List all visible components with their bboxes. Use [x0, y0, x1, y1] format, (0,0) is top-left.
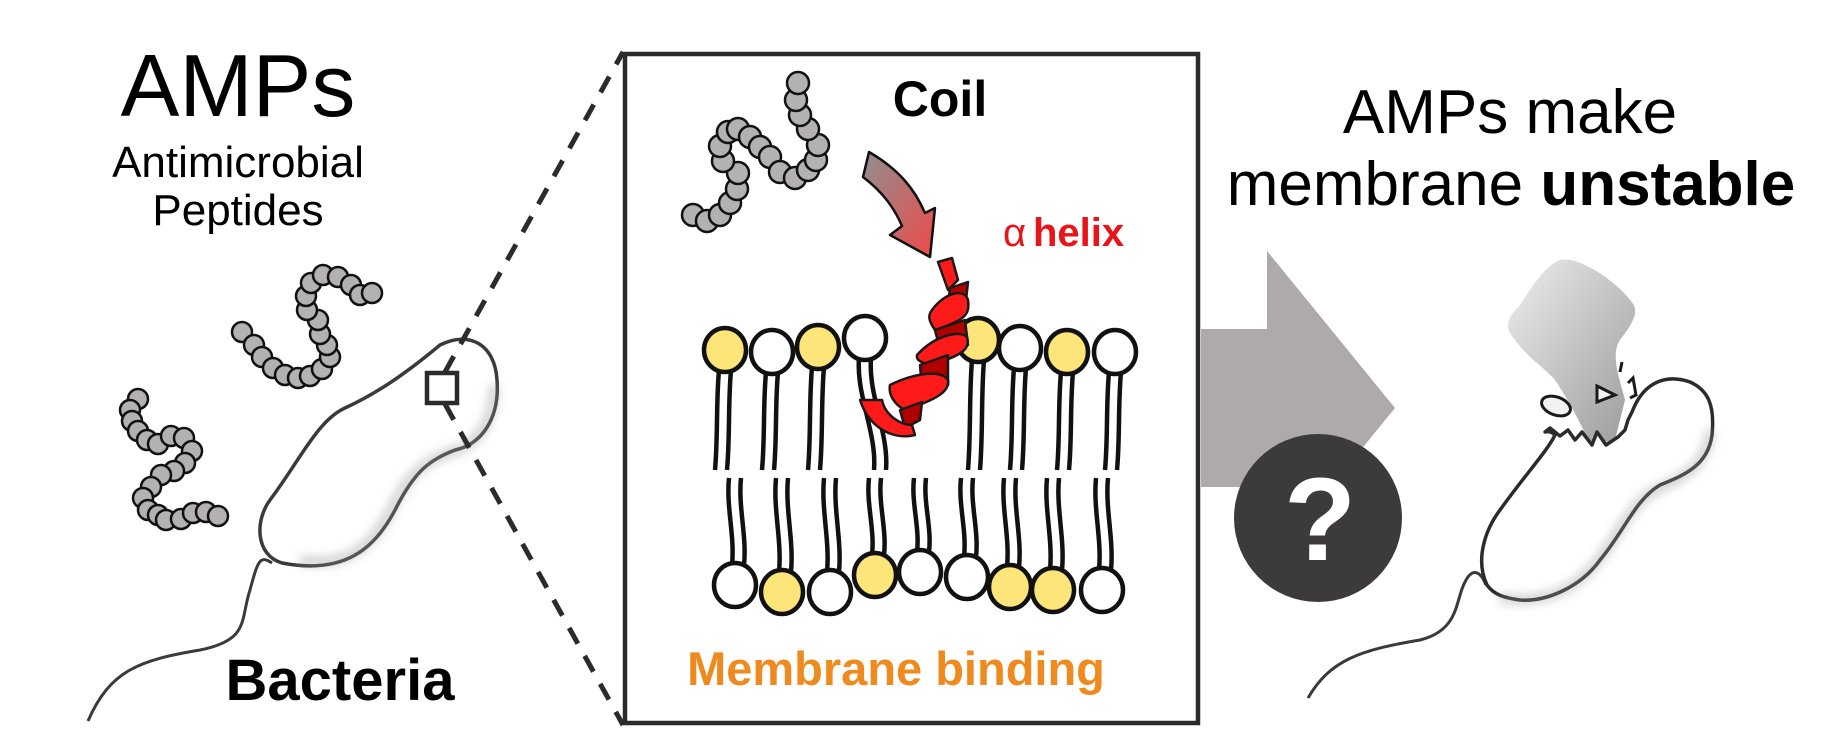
lipid-head-white — [1091, 327, 1139, 377]
lipid-head-yellow — [758, 567, 806, 617]
lipid-tail — [773, 477, 782, 573]
lipid-head-white — [996, 323, 1044, 373]
peptide-chain-left-2 — [118, 387, 230, 532]
peptide-coil — [680, 70, 831, 234]
lipid-head-white — [748, 327, 796, 377]
result-title-unstable: unstable — [1540, 150, 1795, 219]
leaking-contents — [1508, 259, 1636, 445]
zoom-line-lower — [442, 402, 626, 727]
debris-fragment — [1540, 394, 1572, 418]
amps-title: AMPs — [121, 36, 356, 135]
lipid-tail — [958, 477, 967, 558]
lipid-tail — [724, 369, 734, 471]
helix-word: helix — [1033, 211, 1124, 255]
alpha-helix — [858, 256, 970, 438]
lipid-tail — [1102, 371, 1112, 471]
lipid-tail — [785, 477, 794, 573]
lipid-tail — [1056, 477, 1065, 571]
lipid-head-yellow — [1029, 565, 1077, 615]
result-title-line1: AMPs make — [1343, 78, 1677, 147]
lipid-tail — [970, 477, 979, 558]
lipid-bilayer — [701, 313, 1139, 617]
lipid-tail — [1054, 371, 1064, 471]
peptide-bead — [360, 281, 384, 305]
alpha-helix-label: α helix — [1003, 211, 1124, 255]
lipid-tail — [833, 477, 842, 573]
debris-fragment — [1595, 383, 1619, 405]
coil-label: Coil — [893, 71, 987, 127]
debris-fragment — [1618, 361, 1624, 373]
lipid-tail — [1001, 477, 1010, 568]
lipid-head-yellow — [701, 325, 749, 375]
lipid-tail — [878, 477, 887, 556]
coil-to-helix-arrow — [861, 150, 937, 259]
amps-subtitle-line2: Peptides — [152, 186, 323, 235]
amps-subtitle-line1: Antimicrobial — [112, 138, 364, 187]
lipid-tail — [1019, 367, 1029, 471]
lipid-head-yellow — [794, 322, 842, 372]
lipid-tail — [817, 366, 827, 471]
middle-panel: Coil α helix Membrane binding — [622, 51, 1201, 726]
lipid-head-yellow — [986, 562, 1034, 612]
lipid-tail — [821, 477, 830, 573]
lipid-tail — [911, 477, 920, 553]
lipid-tail — [771, 371, 781, 471]
lipid-tail — [1105, 477, 1114, 571]
lipid-head-white — [711, 560, 759, 610]
flagellum-left — [86, 558, 273, 722]
lipid-head-white — [806, 567, 854, 617]
peptide-bead — [206, 504, 230, 528]
membrane-binding-label: Membrane binding — [687, 642, 1105, 695]
left-panel: AMPs Antimicrobial Peptides Bacteria — [86, 36, 626, 727]
lipid-tail — [1007, 367, 1017, 471]
lipid-head-white — [943, 552, 991, 602]
peptide-chain-left-1 — [230, 263, 384, 390]
lipid-head-white — [896, 547, 944, 597]
question-circle — [1234, 434, 1402, 602]
bacteria-label: Bacteria — [226, 648, 456, 713]
lipid-head-yellow — [1043, 327, 1091, 377]
right-panel: AMPs make membrane unstable ? — [1201, 78, 1796, 699]
lipid-tail — [712, 369, 722, 471]
lipid-tail — [1013, 477, 1022, 568]
lipid-tail — [866, 477, 875, 556]
lipid-tail — [1093, 477, 1102, 571]
debris-fragment — [1626, 374, 1638, 400]
result-title-line2: membrane unstable — [1227, 150, 1796, 219]
result-title-membrane: membrane — [1227, 150, 1523, 219]
lipid-tail — [1044, 477, 1053, 571]
alpha-symbol: α — [1003, 211, 1026, 255]
question-badge: ? — [1234, 434, 1402, 602]
lipid-tail — [977, 359, 987, 471]
flagellum-right — [1306, 571, 1488, 699]
lipid-tail — [805, 366, 815, 471]
question-mark-icon: ? — [1284, 454, 1356, 586]
lipid-tail — [738, 477, 747, 566]
lipid-tail — [965, 359, 975, 471]
zoom-line-upper — [442, 50, 626, 374]
lipid-head-white — [841, 313, 889, 363]
lipid-tail — [759, 371, 769, 471]
lipid-head-yellow — [851, 550, 899, 600]
lipid-head-white — [1078, 565, 1126, 615]
lipid-tail — [726, 477, 735, 566]
lipid-tail — [1066, 371, 1076, 471]
lipid-tail — [923, 477, 932, 553]
peptide-bead — [785, 70, 811, 96]
zoom-region-marker — [424, 370, 460, 406]
bacterium-ruptured — [1479, 361, 1715, 604]
lipid-tail — [1114, 371, 1124, 471]
